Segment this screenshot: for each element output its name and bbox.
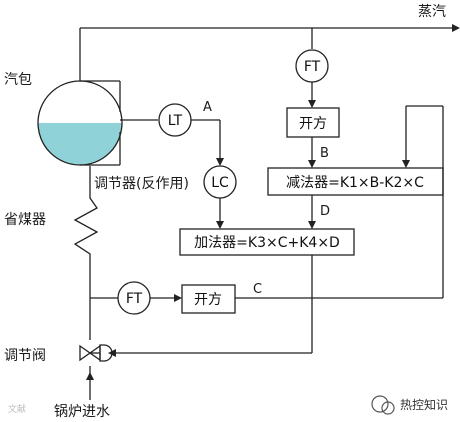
steam-sqrt-block: [286, 107, 340, 138]
adder-block: [179, 228, 355, 256]
signal-c-line: [235, 105, 444, 299]
lc-output-line: [216, 198, 224, 229]
steam-label: 蒸汽: [418, 4, 446, 20]
brand-name: 热控知识: [400, 398, 448, 412]
feedwater-label: 锅炉进水: [54, 404, 110, 420]
steam-drum: [37, 80, 123, 166]
level-controller-label: LC: [211, 175, 229, 191]
drum-label: 汽包: [4, 72, 32, 88]
signal-d-label: D: [320, 204, 330, 219]
signal-a-label: A: [203, 100, 212, 115]
water-flow-transmitter-label: FT: [126, 291, 143, 307]
adder-label: 加法器=K3×C+K4×D: [194, 235, 340, 251]
water-sqrt-block: [181, 284, 236, 314]
drum-water-level: [38, 123, 122, 165]
valve-label: 调节阀: [4, 348, 46, 364]
steam-ft-to-sqrt: [308, 82, 316, 108]
signal-b-label: B: [320, 146, 329, 161]
level-transmitter-label: LT: [168, 113, 183, 129]
watermark: 文献: [8, 403, 26, 415]
economizer-label: 省煤器: [4, 212, 46, 228]
steam-pipe: [79, 24, 460, 81]
water-sqrt-label: 开方: [194, 292, 222, 308]
controller-label: 调节器(反作用): [94, 176, 189, 192]
signal-b-line: [308, 137, 316, 168]
signal-a-line: [191, 119, 224, 166]
feedwater-line: [73, 166, 99, 400]
signal-d-line: [308, 195, 316, 229]
control-valve: [79, 344, 113, 362]
subtractor-label: 减法器=K1×B-K2×C: [286, 175, 424, 191]
brand-logo-icon: [371, 395, 395, 415]
steam-sqrt-label: 开方: [299, 116, 327, 132]
steam-flow-transmitter-label: FT: [304, 59, 321, 75]
water-ft-to-sqrt: [150, 294, 182, 302]
signal-c-label: C: [253, 282, 262, 297]
